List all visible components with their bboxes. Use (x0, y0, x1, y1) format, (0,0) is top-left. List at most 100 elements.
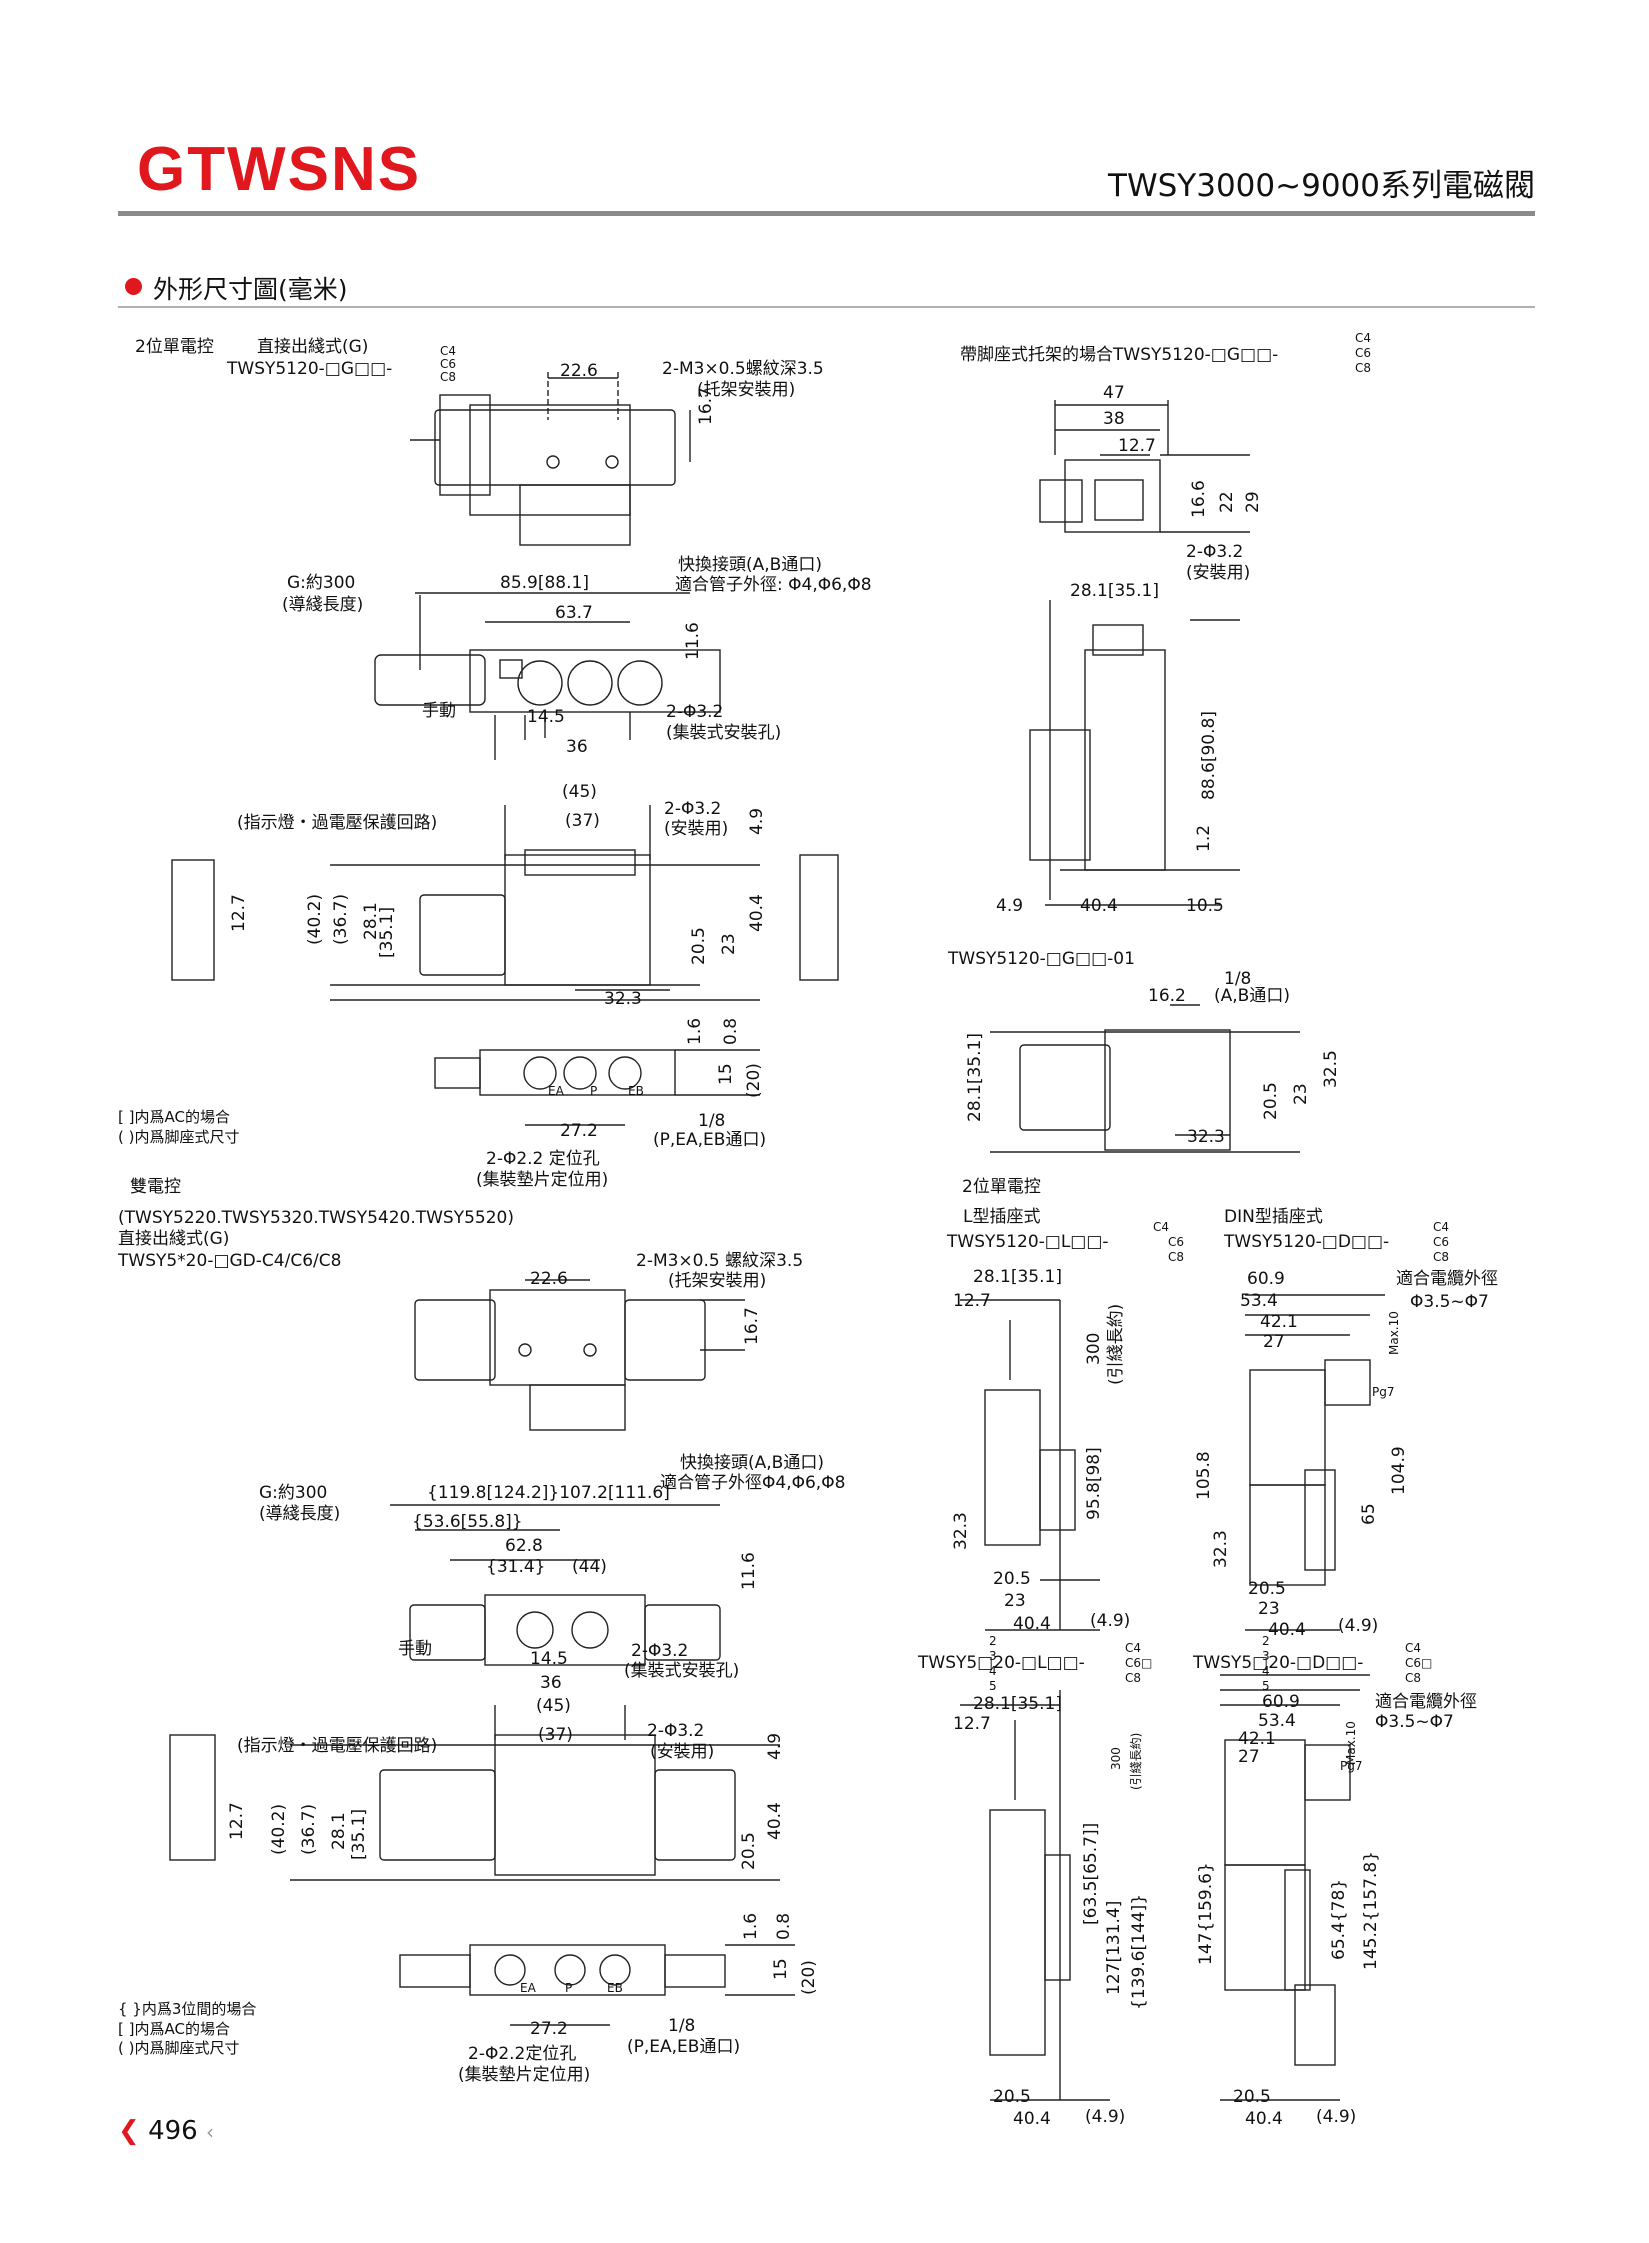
dm-dim-53-4: 53.4 (1258, 1711, 1296, 1731)
dim-29: 29 (1243, 491, 1263, 513)
dfront-dim-1-6: 1.6 (741, 1912, 761, 1940)
lm-code-c4: C4 (1125, 1641, 1142, 1655)
dim-35-1: [35.1] (377, 906, 397, 958)
dim-28-1-c: 28.1[35.1] (965, 1033, 985, 1122)
dim-45: (45) (562, 782, 597, 802)
din-dim-32-3: 32.3 (1211, 1530, 1231, 1568)
plugin-din-code-c6: C6 (1433, 1235, 1450, 1249)
dim-11-6: 11.6 (683, 622, 703, 660)
lm-dim-12-7: 12.7 (953, 1714, 991, 1734)
note-line: ( )内爲脚座式尺寸 (118, 2039, 240, 2057)
manual-callout: 手動 (422, 701, 456, 721)
double-dim-22-6: 22.6 (530, 1269, 568, 1289)
dfront-dim-20: (20) (799, 1960, 819, 1995)
dfront-dim-4-9: 4.9 (765, 1732, 785, 1760)
single-code-c4: C4 (440, 344, 457, 358)
dfront-dim-40-2: (40.2) (269, 1803, 289, 1855)
dpin-callout: 2-Φ2.2定位孔 (468, 2044, 577, 2064)
dim-14-5: 14.5 (527, 707, 565, 727)
lm-dim-63-5: [63.5[65.7]] (1081, 1822, 1101, 1925)
dim-22-6: 22.6 (560, 361, 598, 381)
plugin-l-type: L型插座式 (963, 1207, 1041, 1227)
dm-dim-40-4: 40.4 (1245, 2109, 1283, 2129)
double-dim-44: (44) (572, 1557, 607, 1577)
dim-20: (20) (744, 1063, 764, 1098)
wire-callout-sub: (導綫長度) (282, 595, 364, 615)
dim-63-7: 63.7 (555, 603, 593, 623)
single-code-c6: C6 (440, 357, 457, 371)
lm-dim-139-6: {139.6[144]} (1129, 1893, 1149, 2010)
dim-1-6: 1.6 (685, 1017, 705, 1045)
screw-callout-sub: (托架安裝用) (697, 380, 796, 400)
double-fitting-sub: 適合管子外徑Φ4,Φ6,Φ8 (660, 1473, 846, 1493)
dim-32-3-b: 32.3 (1187, 1127, 1225, 1147)
din-dim-105-8: 105.8 (1194, 1451, 1214, 1500)
double-hole-sub: (集裝式安裝孔) (624, 1661, 740, 1681)
single-side-view (374, 592, 721, 760)
dim-37: (37) (565, 811, 600, 831)
note-line: { }内爲3位間的場合 (118, 2000, 257, 2018)
wire-callout: G:約300 (287, 573, 356, 593)
double-dim-16-7: 16.7 (742, 1307, 762, 1345)
dim-15: 15 (716, 1063, 736, 1085)
dim-22: 22 (1217, 491, 1237, 513)
dm-cable-range: Φ3.5~Φ7 (1375, 1712, 1454, 1732)
plugin-din-model: TWSY5120-□D□□- (1224, 1232, 1390, 1252)
plugin-din-type: DIN型插座式 (1224, 1207, 1323, 1227)
dim-23-b: 23 (1291, 1083, 1311, 1105)
dm-cable: 適合電纜外徑 (1375, 1692, 1477, 1712)
brand-logo: GTWSNS (137, 135, 422, 204)
din-dim-53-4: 53.4 (1240, 1291, 1278, 1311)
bracket-code-c8: C8 (1355, 361, 1372, 375)
plugin-l-code-c6: C6 (1168, 1235, 1185, 1249)
dm-digit-3: 3 (1262, 1649, 1270, 1663)
dim-12-7: 12.7 (229, 894, 249, 932)
l-dim-300: 300 (1084, 1332, 1104, 1365)
dim-36-7: (36.7) (331, 893, 351, 945)
pin-callout-sub: (集裝墊片定位用) (476, 1170, 609, 1190)
lm-dim-4-9: (4.9) (1085, 2107, 1126, 2127)
dm-model: TWSY5□20-□D□□- (1193, 1653, 1364, 1673)
dfront-hole-sub: (安裝用) (650, 1742, 715, 1762)
double-dim-11-6: 11.6 (739, 1552, 759, 1590)
single-model: TWSY5120-□G□□- (227, 359, 393, 379)
din-dim-40-4: 40.4 (1268, 1620, 1306, 1640)
dfront-dim-27-2: 27.2 (530, 2019, 568, 2039)
screw-callout: 2-M3×0.5螺紋深3.5 (662, 359, 824, 379)
bracket-code-c4: C4 (1355, 331, 1372, 345)
front-hole-callout: 2-Φ3.2 (664, 799, 722, 819)
double-dim-119-8: {119.8[124.2]}107.2[111.6] (427, 1483, 670, 1503)
note-line: [ ]内爲AC的場合 (118, 1108, 230, 1126)
single-code-c8: C8 (440, 370, 457, 384)
dim-23: 23 (719, 933, 739, 955)
hole-callout-sub: (集裝式安裝孔) (666, 723, 782, 743)
notes-top: [ ]内爲AC的場合 ( )内爲脚座式尺寸 (118, 1108, 239, 1147)
lm-digit-2: 2 (989, 1634, 997, 1648)
dim-40-4: 40.4 (747, 894, 767, 932)
l-dim-12-7: 12.7 (953, 1291, 991, 1311)
single-conn-label: 直接出綫式(G) (257, 337, 369, 357)
din-dim-23: 23 (1258, 1599, 1280, 1619)
dfront-dim-15: 15 (771, 1958, 791, 1980)
double-dim-31-4: {31.4} (486, 1557, 546, 1577)
lm-code-c8: C8 (1125, 1671, 1142, 1685)
bracket-side-view (1029, 600, 1240, 906)
fitting-callout: 快換接頭(A,B通口) (678, 555, 822, 575)
bullet-icon (125, 278, 142, 295)
dim-4-9-b: 4.9 (996, 896, 1024, 916)
dim-4-9: 4.9 (747, 807, 767, 835)
double-screw: 2-M3×0.5 螺紋深3.5 (636, 1251, 804, 1271)
pin-callout: 2-Φ2.2 定位孔 (486, 1149, 600, 1169)
dm-pg7: Pg7 (1340, 1759, 1363, 1773)
dport-ea: EA (520, 1981, 536, 1995)
din-type-multi-view (1220, 1674, 1370, 2101)
lm-digit-4: 4 (989, 1664, 997, 1678)
page-title: TWSY3000~9000系列電磁閥 (1108, 168, 1535, 204)
single-top-view (410, 372, 691, 546)
double-dim-36: 36 (540, 1673, 562, 1693)
dim-10-5: 10.5 (1186, 896, 1224, 916)
dm-dim-42-1: 42.1 (1238, 1729, 1276, 1749)
note-line: [ ]内爲AC的場合 (118, 2019, 230, 2038)
dim-85-9: 85.9[88.1] (500, 573, 589, 593)
din-dim-104-9: 104.9 (1389, 1446, 1409, 1495)
